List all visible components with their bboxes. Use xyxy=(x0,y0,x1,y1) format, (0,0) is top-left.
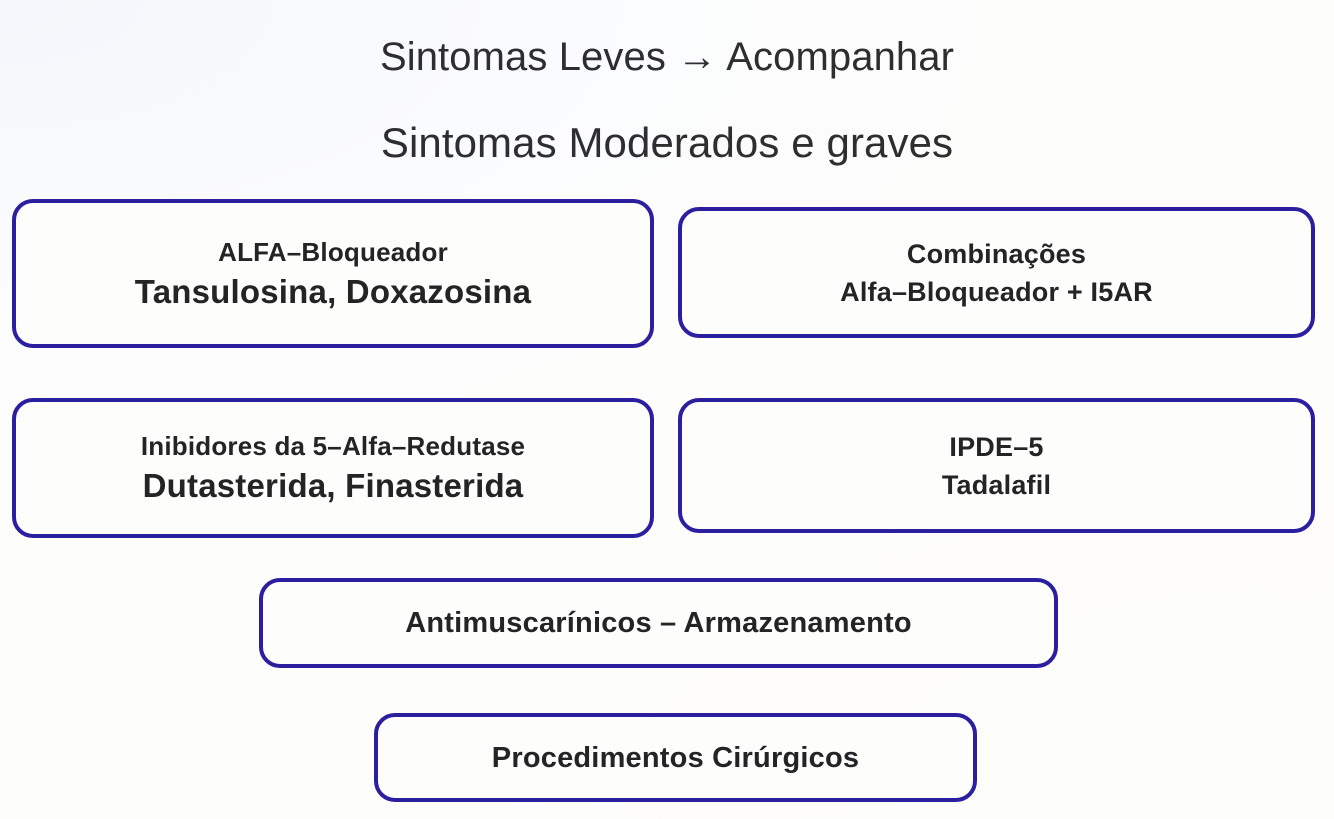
treatment-box-procedimentos-cirurgicos[interactable]: Procedimentos Cirúrgicos xyxy=(374,713,977,802)
heading-mild-symptoms: Sintomas Leves → Acompanhar xyxy=(379,35,955,79)
box-inibidores-5ar-title: Inibidores da 5–Alfa–Redutase xyxy=(140,431,526,461)
box-alfa-bloqueador-drugs: Tansulosina, Doxazosina xyxy=(134,272,532,310)
heading-moderate-severe-symptoms: Sintomas Moderados e graves xyxy=(380,119,954,166)
treatment-box-ipde5[interactable]: IPDE–5 Tadalafil xyxy=(678,398,1315,533)
treatment-box-antimuscarinicos[interactable]: Antimuscarínicos – Armazenamento xyxy=(259,578,1058,668)
treatment-box-alfa-bloqueador[interactable]: ALFA–Bloqueador Tansulosina, Doxazosina xyxy=(12,199,654,348)
box-ipde5-drugs: Tadalafil xyxy=(941,469,1052,500)
box-inibidores-5ar-drugs: Dutasterida, Finasterida xyxy=(142,467,524,504)
box-combinacoes-detail: Alfa–Bloqueador + I5AR xyxy=(840,276,1153,307)
box-alfa-bloqueador-title: ALFA–Bloqueador xyxy=(218,236,448,267)
treatment-box-combinacoes[interactable]: Combinações Alfa–Bloqueador + I5AR xyxy=(678,207,1315,338)
box-procedimentos-title: Procedimentos Cirúrgicos xyxy=(491,741,860,774)
box-combinacoes-title: Combinações xyxy=(906,238,1087,269)
box-antimuscarinicos-title: Antimuscarínicos – Armazenamento xyxy=(405,607,912,639)
box-ipde5-title: IPDE–5 xyxy=(949,431,1044,462)
treatment-box-inibidores-5-alfa-redutase[interactable]: Inibidores da 5–Alfa–Redutase Dutasterid… xyxy=(12,398,654,538)
